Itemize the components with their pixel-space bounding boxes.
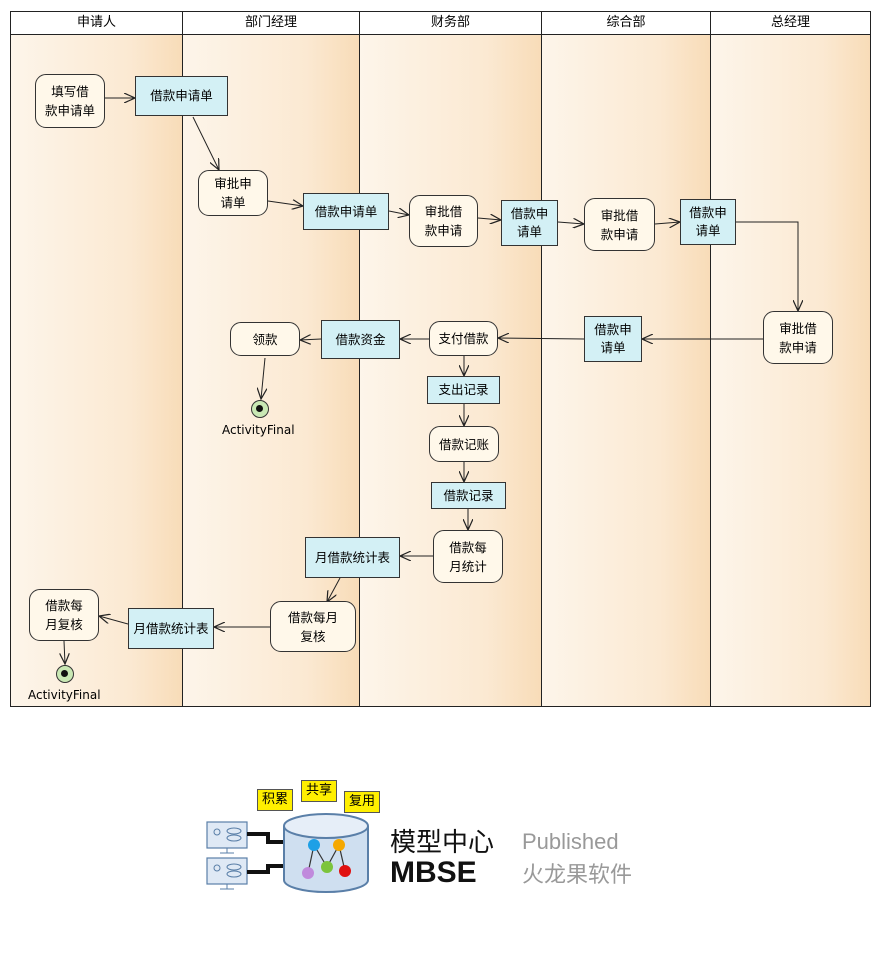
flow-arrow (654, 222, 680, 224)
lane-header: 申请人 (11, 11, 182, 35)
record-loan-activity[interactable]: 借款记账 (429, 426, 499, 462)
loan-form-object[interactable]: 借款申 请单 (680, 199, 736, 245)
flow-arrow (557, 222, 584, 224)
flow-arrow (261, 357, 265, 399)
flow-arrow (327, 577, 341, 602)
monthly-review-applicant-activity[interactable]: 借款每 月复核 (29, 589, 99, 641)
flow-arrow (192, 116, 219, 170)
lane-header: 总经理 (711, 11, 870, 35)
loan-funds-object[interactable]: 借款资金 (321, 320, 400, 359)
lane-header: 财务部 (360, 11, 541, 35)
general-review-activity[interactable]: 审批借 款申请 (584, 198, 655, 251)
flow-arrow (498, 338, 585, 339)
activity-final-node[interactable] (251, 400, 269, 418)
loan-form-object[interactable]: 借款申 请单 (584, 316, 642, 362)
activity-final-label: ActivityFinal (222, 423, 295, 437)
published-label: Published (522, 829, 619, 854)
monthly-stat-activity[interactable]: 借款每 月统计 (433, 530, 503, 583)
loan-form-object[interactable]: 借款申 请单 (501, 200, 558, 246)
model-database-icon (206, 813, 369, 893)
share-bubble: 共享 (301, 780, 338, 802)
activity-final-node[interactable] (56, 665, 74, 683)
loan-record-object[interactable]: 借款记录 (431, 482, 506, 509)
receive-funds-activity[interactable]: 领款 (230, 322, 300, 356)
diagram-card-icon (206, 821, 248, 885)
monthly-stat-table-object[interactable]: 月借款统计表 (305, 537, 400, 578)
dept-review-activity[interactable]: 审批申 请单 (198, 170, 268, 216)
flow-arrow (736, 221, 798, 311)
flow-arrow (477, 218, 501, 220)
monthly-stat-table-object[interactable]: 月借款统计表 (128, 608, 214, 649)
pay-loan-activity[interactable]: 支付借款 (429, 321, 498, 356)
flow-arrow (388, 211, 409, 215)
fill-loan-form-activity[interactable]: 填写借 款申请单 (35, 74, 105, 128)
reuse-bubble: 复用 (344, 791, 381, 813)
flow-arrow (267, 201, 303, 206)
flow-arrow (99, 616, 129, 625)
flow-arrow (300, 339, 322, 340)
loan-form-object[interactable]: 借款申请单 (135, 76, 228, 116)
company-name: 火龙果软件 (522, 863, 633, 888)
lane-header: 部门经理 (183, 11, 359, 35)
loan-form-object[interactable]: 借款申请单 (303, 193, 389, 230)
gm-review-activity[interactable]: 审批借 款申请 (763, 311, 833, 364)
activity-final-label: ActivityFinal (28, 688, 101, 702)
finance-review-activity[interactable]: 审批借 款申请 (409, 195, 478, 247)
accumulate-bubble: 积累 (257, 789, 294, 811)
lane-header: 综合部 (542, 11, 710, 35)
lane-finance: 财务部 (360, 11, 542, 706)
flow-arrow (64, 640, 65, 664)
expense-record-object[interactable]: 支出记录 (427, 376, 500, 404)
logo-title-cn: 模型中心 (390, 828, 495, 858)
logo-title-en: MBSE (390, 856, 477, 889)
database-icon (283, 813, 369, 893)
monthly-review-dept-activity[interactable]: 借款每月 复核 (270, 601, 356, 652)
